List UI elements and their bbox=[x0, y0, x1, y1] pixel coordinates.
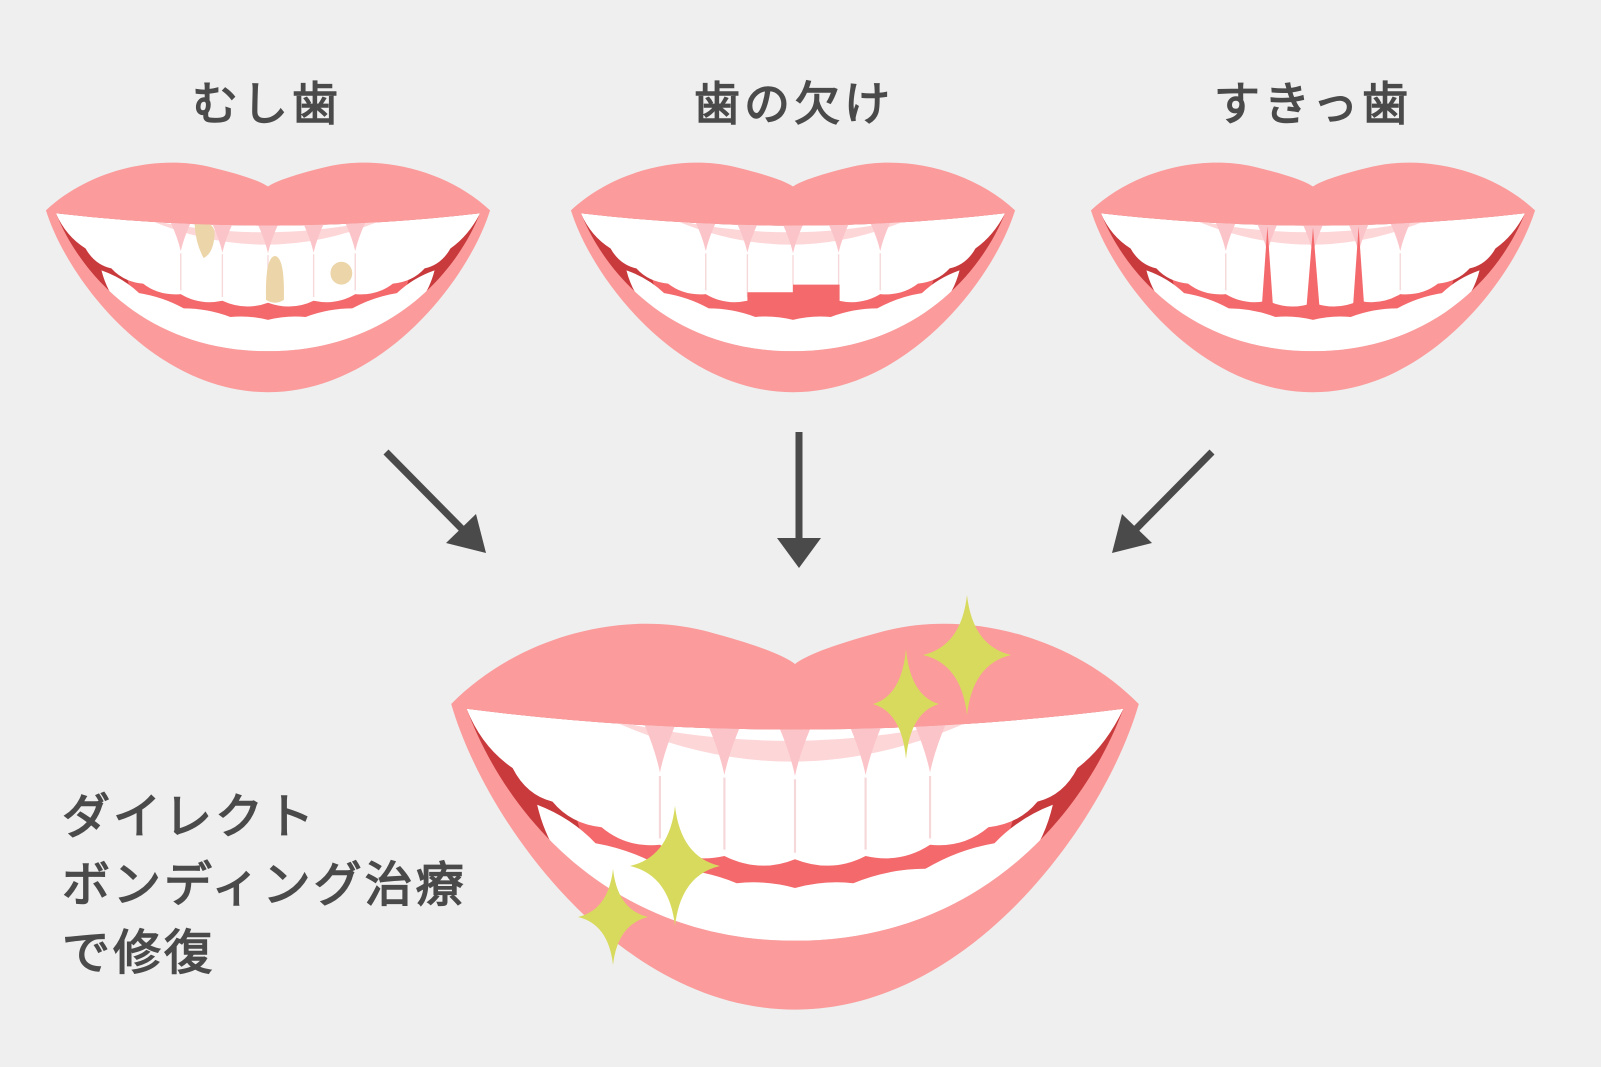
mouth-illustration-restored bbox=[442, 616, 1148, 1016]
tooth-gap bbox=[1353, 226, 1365, 305]
mouth-illustration-cavity bbox=[40, 158, 496, 396]
problem-label-gapped: すきっ歯 bbox=[1213, 78, 1413, 130]
problem-label-cavity: むし歯 bbox=[192, 78, 342, 130]
lower-teeth bbox=[1146, 270, 1480, 352]
caption-line-3: で修復 bbox=[62, 927, 216, 980]
gum-papilla bbox=[869, 220, 892, 252]
tooth-chip bbox=[747, 284, 840, 314]
gum-papilla bbox=[778, 724, 812, 776]
lower-teeth bbox=[101, 270, 435, 352]
smiling-mouth-cavity bbox=[45, 162, 491, 393]
gum-band bbox=[610, 716, 980, 762]
gum-papilla bbox=[344, 220, 367, 252]
gum-papilla bbox=[827, 222, 850, 253]
gum-papilla bbox=[1389, 220, 1412, 252]
caption-line-2: ボンディング治療 bbox=[62, 859, 467, 912]
tooth-gap bbox=[1306, 227, 1320, 307]
lower-teeth bbox=[626, 270, 960, 352]
arrow-down-icon bbox=[777, 432, 821, 568]
smiling-mouth-gapped bbox=[1090, 162, 1536, 393]
caption-line-1: ダイレクト bbox=[62, 791, 318, 844]
smiling-mouth-restored bbox=[451, 623, 1139, 1010]
tooth-gap bbox=[1261, 226, 1273, 305]
gum-papilla bbox=[211, 222, 234, 253]
arrow-down-icon bbox=[1112, 449, 1215, 553]
cavity-spot bbox=[194, 223, 215, 258]
gum-papilla bbox=[736, 222, 759, 253]
smiling-mouth-chipped bbox=[570, 162, 1016, 393]
mouth-illustration-gapped bbox=[1085, 158, 1541, 396]
gum-papilla bbox=[1214, 220, 1237, 252]
gum-papilla bbox=[782, 222, 804, 254]
result-caption: ダイレクト ボンディング治療 で修復 bbox=[62, 784, 467, 988]
gum-papilla bbox=[707, 723, 742, 776]
gum-papilla bbox=[643, 721, 677, 773]
gum-papilla bbox=[302, 222, 325, 253]
cavity-spot bbox=[330, 261, 353, 285]
gum-papilla bbox=[169, 220, 192, 252]
cavity-spot bbox=[265, 256, 284, 303]
gum-band bbox=[1194, 217, 1432, 245]
mouth-illustration-chipped bbox=[565, 158, 1021, 396]
gum-band bbox=[674, 217, 912, 245]
gum-papilla bbox=[257, 222, 279, 254]
gum-papilla bbox=[694, 220, 717, 252]
problem-label-chipped: 歯の欠け bbox=[694, 78, 894, 130]
arrow-down-icon bbox=[383, 449, 486, 553]
